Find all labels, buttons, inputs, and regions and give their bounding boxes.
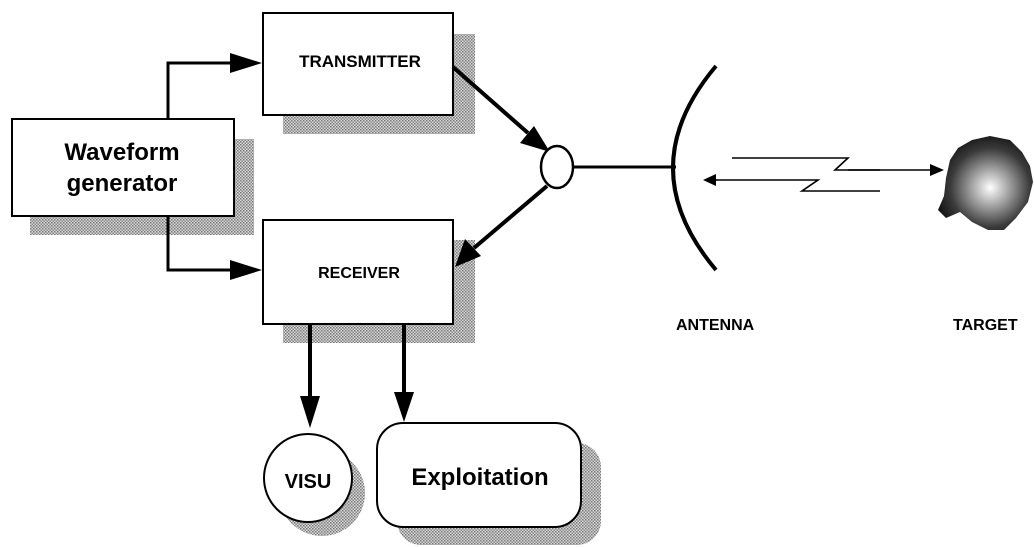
waveform-generator-block: Waveform generator xyxy=(11,118,254,235)
duplexer-circle xyxy=(539,144,575,190)
signal-lightning-line-lower xyxy=(718,179,880,192)
receiver-to-visu-arrow xyxy=(300,324,320,428)
arrowhead-right xyxy=(930,164,944,176)
exploitation-block: Exploitation xyxy=(376,422,601,545)
signal-path xyxy=(703,157,944,192)
arrowhead xyxy=(230,53,262,73)
generator-to-receiver-connector xyxy=(166,216,262,280)
generator-to-transmitter-connector xyxy=(166,53,262,119)
arrowhead xyxy=(455,239,481,267)
transmitter-label: TRANSMITTER xyxy=(299,52,421,71)
waveform-generator-label-line1: Waveform xyxy=(64,139,179,166)
arrowhead xyxy=(230,260,262,280)
arrowhead xyxy=(520,126,550,152)
waveform-generator-box xyxy=(11,118,235,217)
waveform-generator-label-line2: generator xyxy=(67,170,178,197)
transmitter-box xyxy=(262,12,454,116)
arrowhead xyxy=(394,392,414,422)
visu-block: VISU xyxy=(263,433,365,536)
arrowhead-left xyxy=(703,174,716,186)
target-blob xyxy=(938,136,1033,230)
antenna-dish xyxy=(671,64,718,272)
receiver-to-exploitation-arrow xyxy=(394,324,414,422)
visu-label: VISU xyxy=(285,471,332,493)
transmitter-to-duplexer-arrow xyxy=(451,65,550,152)
arrowhead xyxy=(300,396,320,428)
antenna-label: ANTENNA xyxy=(676,317,755,334)
visu-circle xyxy=(263,433,353,523)
receiver-box xyxy=(262,219,454,325)
duplexer-to-receiver-arrow xyxy=(455,184,549,267)
signal-lightning-line xyxy=(732,157,880,171)
transmitter-block: TRANSMITTER xyxy=(262,12,475,134)
receiver-label: RECEIVER xyxy=(318,265,400,282)
receiver-block: RECEIVER xyxy=(262,219,475,343)
exploitation-label: Exploitation xyxy=(411,464,548,491)
exploitation-box xyxy=(376,422,582,528)
target-label: TARGET xyxy=(953,317,1018,334)
